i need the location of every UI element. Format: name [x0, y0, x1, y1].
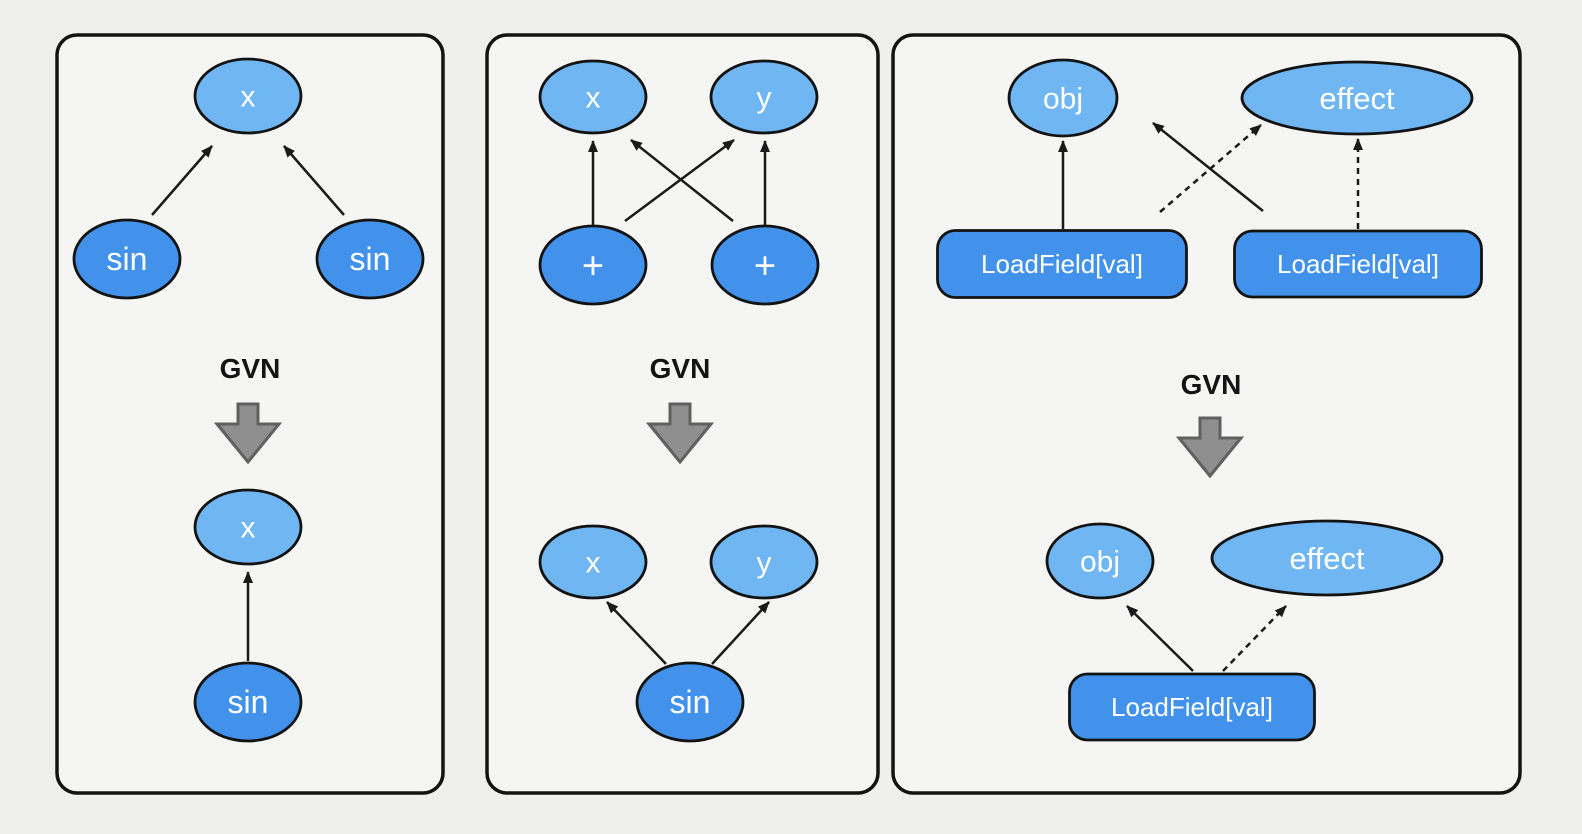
gvn-down-arrow-loadfield-effects: [1175, 416, 1245, 479]
edge-loadfield-right-before-to-obj-before: [1152, 122, 1264, 212]
panel-frame-loadfield-effects: [891, 33, 1522, 795]
edge-loadfield-left-before-to-effect-before: [1159, 124, 1262, 213]
node-label-loadfield-right-before: LoadField[val]: [1277, 249, 1439, 279]
node-label-effect-after: effect: [1289, 541, 1365, 576]
node-effect-before: [1240, 60, 1474, 136]
node-label-loadfield-after: LoadField[val]: [1111, 692, 1273, 722]
node-label-plus-left-before: +: [582, 245, 604, 287]
node-y-before: [709, 59, 819, 135]
node-effect-after: [1210, 519, 1444, 597]
node-label-y-after: y: [757, 547, 772, 580]
node-sin-after: [193, 661, 303, 743]
node-x-after: [538, 524, 648, 600]
node-x-after: [193, 488, 303, 566]
node-label-x-before: x: [586, 82, 601, 115]
node-y-after: [709, 524, 819, 600]
edge-loadfield-after-to-effect-after: [1222, 605, 1287, 672]
edge-sin-right-before-to-x-before: [283, 145, 345, 216]
node-label-sin-left-before: sin: [107, 241, 148, 277]
node-loadfield-right-before: [1233, 229, 1483, 299]
node-sin-left-before: [72, 218, 182, 300]
node-plus-right-before: [710, 224, 820, 306]
edge-plus-left-before-to-y-before: [624, 138, 735, 223]
node-label-sin-after: sin: [670, 684, 711, 720]
node-label-obj-after: obj: [1080, 546, 1120, 579]
node-x-before: [538, 59, 648, 135]
gvn-label-redundant-sin: GVN: [220, 353, 281, 384]
edge-loadfield-after-to-obj-after: [1126, 605, 1194, 672]
node-loadfield-left-before: [936, 229, 1188, 299]
node-label-y-before: y: [757, 82, 772, 115]
gvn-down-arrow-crossing-plus: [645, 402, 715, 465]
node-label-sin-right-before: sin: [350, 241, 391, 277]
node-sin-after: [635, 661, 745, 743]
node-sin-right-before: [315, 218, 425, 300]
edge-plus-right-before-to-x-before: [630, 139, 734, 222]
node-label-obj-before: obj: [1043, 83, 1083, 116]
edge-sin-after-to-x-after: [606, 601, 667, 665]
node-label-plus-right-before: +: [754, 245, 776, 287]
node-loadfield-after: [1068, 672, 1316, 742]
gvn-down-arrow-redundant-sin: [213, 402, 283, 465]
node-plus-left-before: [538, 224, 648, 306]
node-label-x-after: x: [241, 512, 256, 545]
edge-sin-left-before-to-x-before: [151, 145, 213, 216]
gvn-label-loadfield-effects: GVN: [1181, 369, 1242, 400]
node-label-loadfield-left-before: LoadField[val]: [981, 249, 1143, 279]
edge-sin-after-to-y-after: [711, 601, 770, 665]
node-obj-after: [1045, 522, 1155, 600]
node-label-effect-before: effect: [1319, 81, 1395, 116]
panel-crossing-plus: x y + + x y sin GVN: [485, 33, 880, 795]
gvn-label-crossing-plus: GVN: [650, 353, 711, 384]
node-x-before: [193, 57, 303, 135]
node-label-x-before: x: [241, 81, 256, 114]
node-obj-before: [1007, 58, 1119, 138]
node-label-x-after: x: [586, 547, 601, 580]
node-label-sin-after: sin: [228, 684, 269, 720]
